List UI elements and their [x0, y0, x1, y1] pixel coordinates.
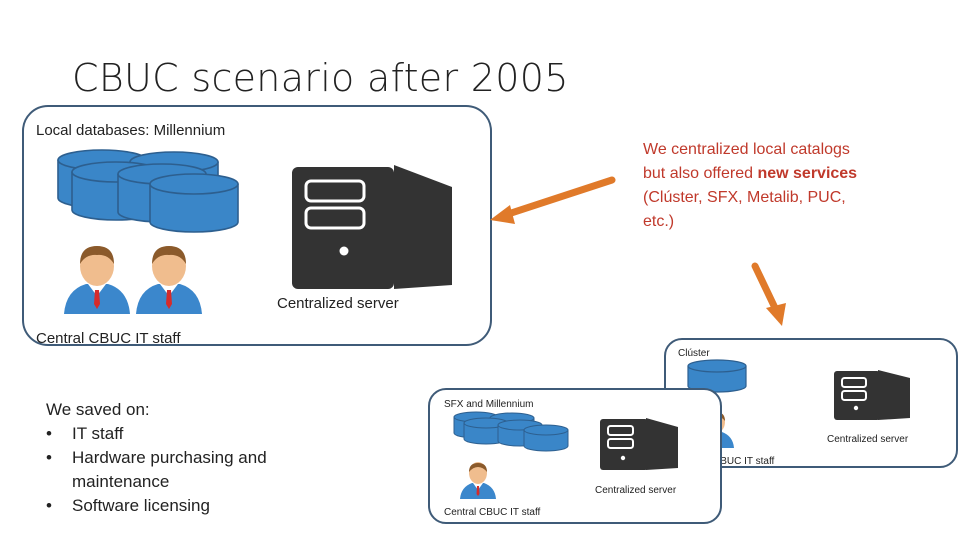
- databases-label: Local databases: Millennium: [36, 122, 226, 139]
- services-callout: We centralized local catalogs but also o…: [643, 138, 857, 234]
- staff-label: Central CBUC IT staff: [36, 330, 181, 347]
- savings-item: Software licensing: [46, 494, 296, 518]
- callout-line-2-prefix: but also offered: [643, 165, 758, 182]
- small-right-server-label: Centralized server: [827, 434, 909, 445]
- callout-line-3: (Clúster, SFX, Metalib, PUC,: [643, 189, 846, 206]
- savings-item: IT staff: [46, 422, 296, 446]
- main-diagram-box: [22, 105, 492, 346]
- slide-title: CBUC scenario after 2005: [72, 56, 569, 100]
- server-icon: [600, 418, 678, 470]
- small-left-databases-label: SFX and Millennium: [444, 399, 534, 410]
- database-group: [453, 411, 569, 452]
- savings-section: We saved on: IT staff Hardware purchasin…: [46, 398, 296, 518]
- callout-line-1: We centralized local catalogs: [643, 141, 850, 158]
- database-icon: [687, 359, 747, 393]
- server-icon: [834, 370, 910, 420]
- small-right-staff-label: Central CBUC IT staff: [678, 456, 775, 467]
- callout-new-services: new services: [757, 165, 858, 182]
- server-icon: [292, 165, 452, 289]
- database-icon: [523, 424, 569, 452]
- savings-list: IT staff Hardware purchasing and mainten…: [46, 422, 296, 518]
- small-left-staff-label: Central CBUC IT staff: [444, 507, 541, 518]
- savings-heading: We saved on:: [46, 400, 150, 419]
- callout-line-2: but also offered new services: [643, 162, 857, 186]
- cluster-label: Clúster: [678, 348, 710, 359]
- callout-line-4: etc.): [643, 213, 675, 230]
- server-label: Centralized server: [277, 295, 399, 312]
- person-icon: [460, 462, 496, 499]
- savings-item: Hardware purchasing and maintenance: [46, 446, 296, 494]
- small-left-server-label: Centralized server: [595, 485, 677, 496]
